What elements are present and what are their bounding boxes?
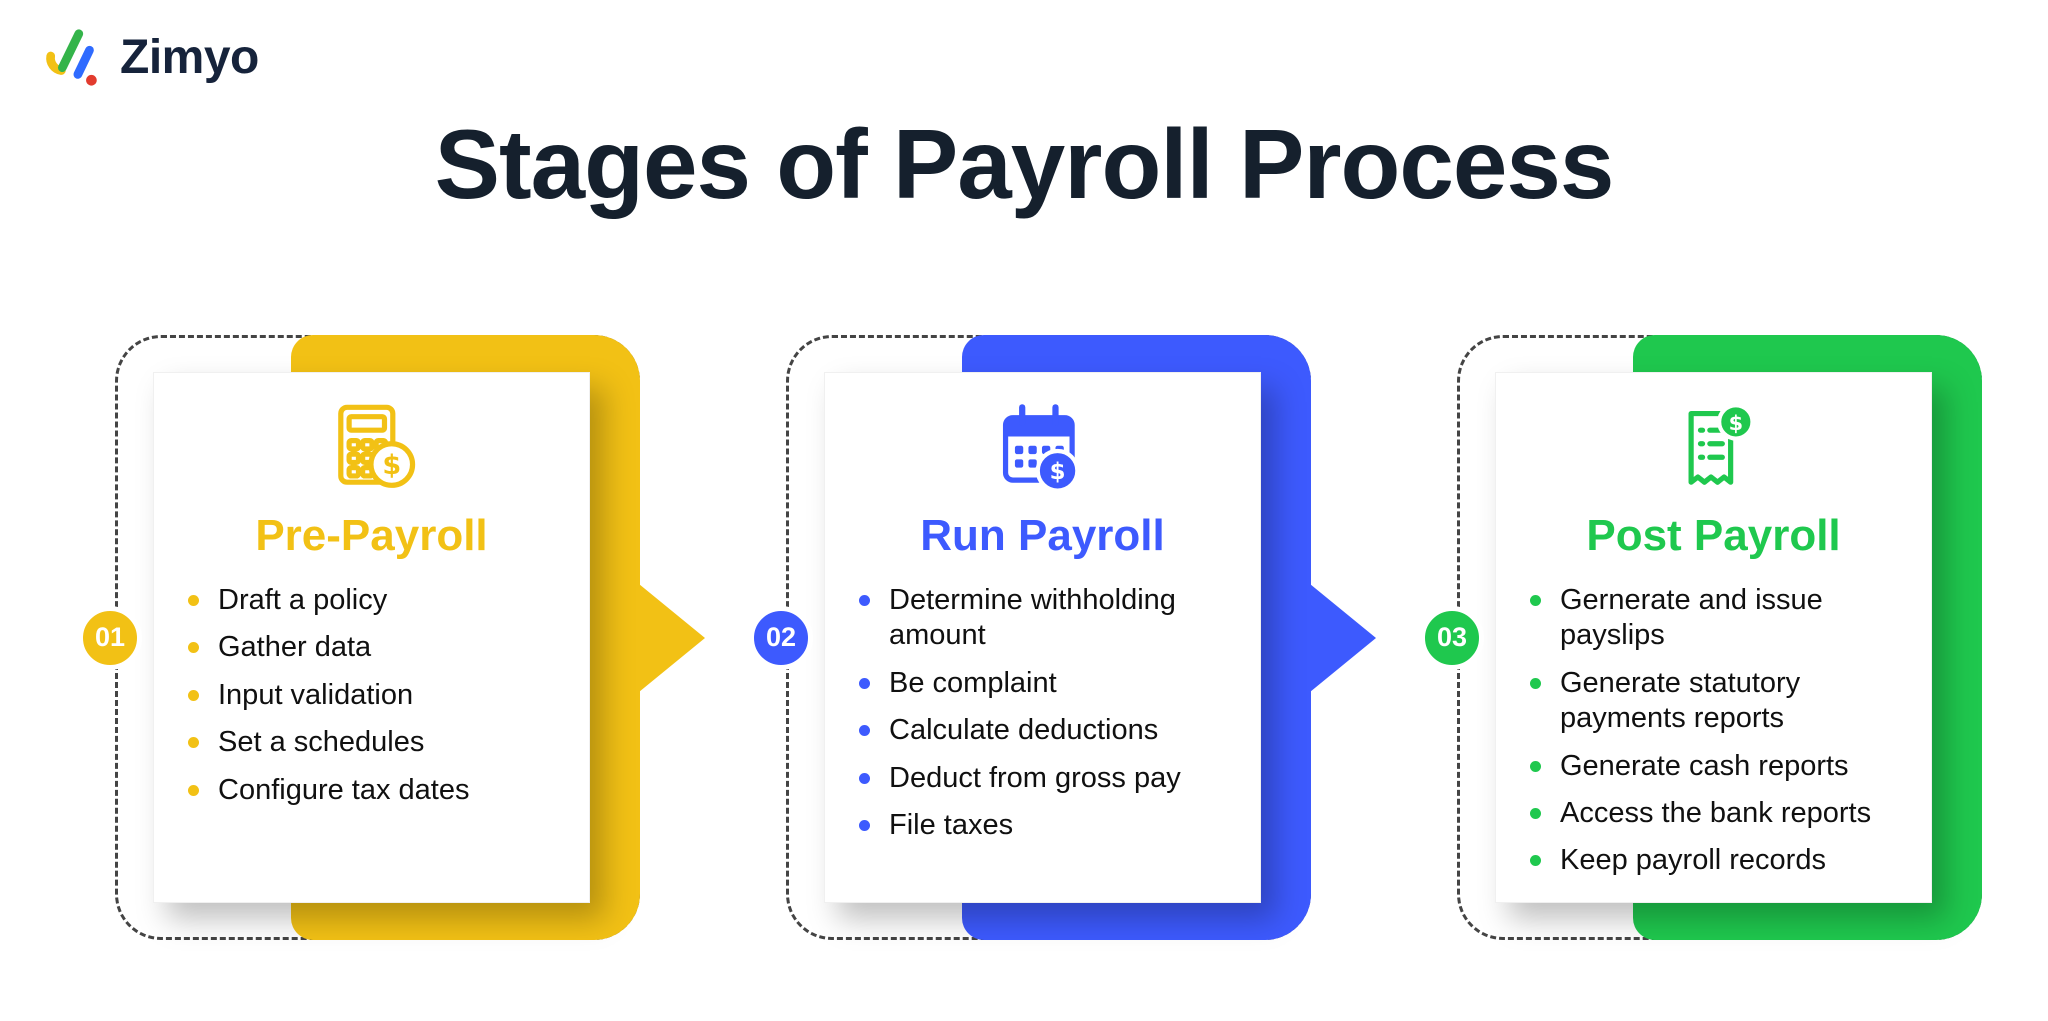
card-post-payroll: 03 $	[1420, 335, 1982, 940]
calculator-coin-icon: $	[180, 399, 563, 503]
card-title: Post Payroll	[1586, 511, 1841, 560]
list-item: Generate statutory payments reports	[1528, 666, 1905, 737]
brand-name: Zimyo	[120, 30, 259, 84]
list-item: Configure tax dates	[186, 773, 563, 808]
brand: Zimyo	[42, 26, 259, 88]
stage-number-badge: 03	[1420, 605, 1484, 670]
card-content: $ Post Payroll Gernerate and issue paysl…	[1495, 372, 1932, 903]
list-item: Gather data	[186, 630, 563, 665]
calendar-coin-icon: $	[851, 399, 1234, 503]
card-list: Gernerate and issue payslips Generate st…	[1522, 583, 1905, 879]
list-item: Deduct from gross pay	[857, 761, 1234, 796]
svg-text:$: $	[1049, 459, 1065, 485]
svg-text:$: $	[382, 450, 401, 481]
list-item: Access the bank reports	[1528, 796, 1905, 831]
list-item: Calculate deductions	[857, 713, 1234, 748]
receipt-coin-icon: $	[1522, 399, 1905, 503]
list-item: Input validation	[186, 678, 563, 713]
card-list: Draft a policy Gather data Input validat…	[180, 583, 563, 808]
list-item: Generate cash reports	[1528, 749, 1905, 784]
list-item: Gernerate and issue payslips	[1528, 583, 1905, 654]
stage-number-badge: 01	[78, 605, 142, 670]
list-item: Determine withholding amount	[857, 583, 1234, 654]
card-run-payroll: 02	[749, 335, 1311, 940]
card-content: $ Pre-Payroll Draft a policy Gather data…	[153, 372, 590, 903]
card-title: Pre-Payroll	[255, 511, 488, 560]
list-item: File taxes	[857, 808, 1234, 843]
stage-cards: 01	[78, 335, 1982, 940]
list-item: Set a schedules	[186, 725, 563, 760]
card-content: $ Run Payroll Determine withholding amou…	[824, 372, 1261, 903]
list-item: Be complaint	[857, 666, 1234, 701]
zimyo-logo-icon	[42, 26, 104, 88]
page-title: Stages of Payroll Process	[434, 109, 1615, 219]
card-title: Run Payroll	[920, 511, 1165, 560]
card-list: Determine withholding amount Be complain…	[851, 583, 1234, 843]
list-item: Keep payroll records	[1528, 843, 1905, 878]
list-item: Draft a policy	[186, 583, 563, 618]
card-pre-payroll: 01	[78, 335, 640, 940]
svg-text:$: $	[1728, 411, 1742, 435]
stage-number-badge: 02	[749, 605, 813, 670]
